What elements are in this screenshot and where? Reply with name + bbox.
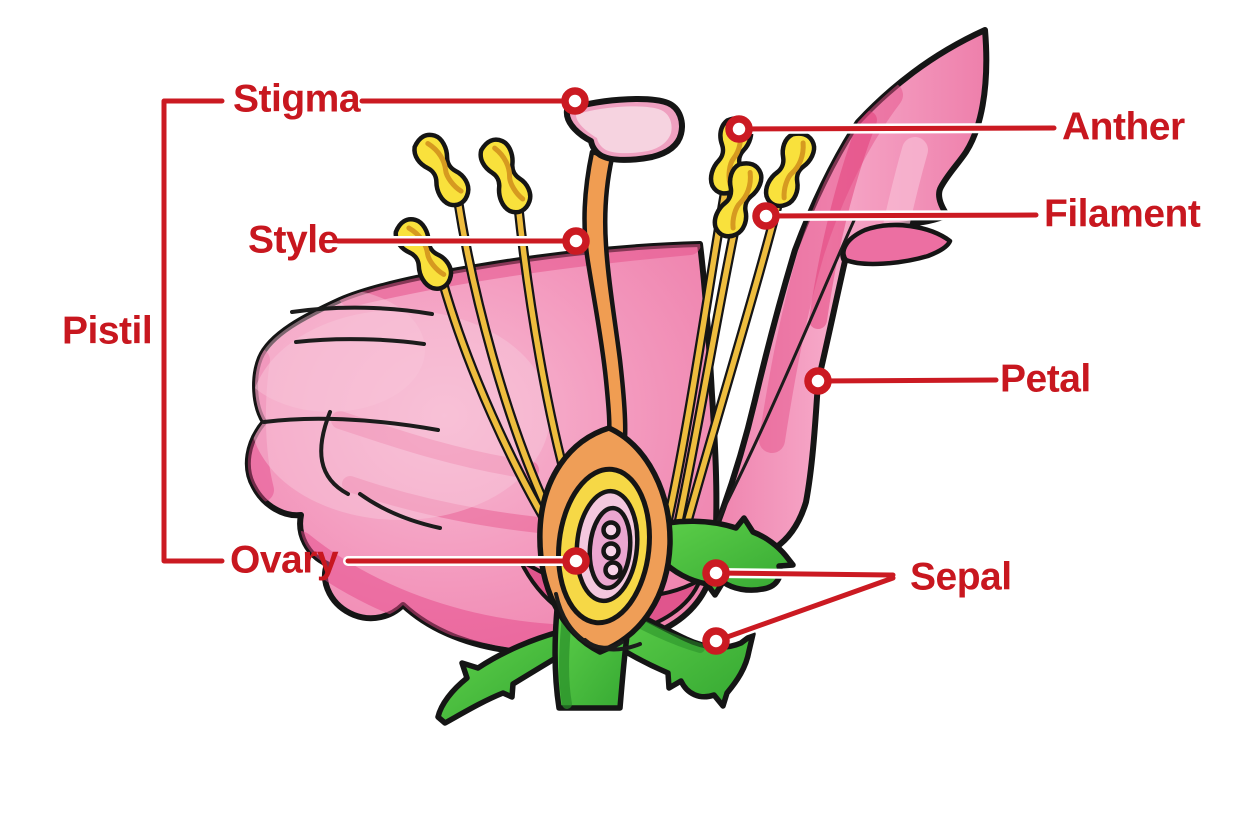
petal-curl <box>841 222 953 267</box>
anther-leader <box>736 125 1057 132</box>
ovule <box>601 541 621 561</box>
pistil-bracket-group: Pistil <box>62 98 225 564</box>
petal-leader <box>815 377 999 384</box>
sepal-leader-upper <box>713 570 896 578</box>
stigma <box>563 96 685 163</box>
anther-sac <box>763 131 817 209</box>
sepal-leader-lower <box>713 575 896 644</box>
label-sepal: Sepal <box>910 556 1012 599</box>
petal-marker <box>804 367 832 395</box>
leaf-shape <box>435 627 569 726</box>
label-stigma: Stigma <box>233 78 361 121</box>
sepal-marker-upper <box>702 559 730 587</box>
pistil-bracket <box>161 98 225 564</box>
flower-illustration <box>244 27 990 726</box>
annotations: Pistil Stigma Style Ovary An <box>62 78 1201 655</box>
anther-marker <box>725 115 753 143</box>
stigma-label-group: Stigma <box>233 78 589 121</box>
anther-label-group: Anther <box>725 106 1185 149</box>
stamen-filaments <box>438 181 785 537</box>
stigma-inner <box>576 106 672 154</box>
petal-fold-line <box>294 337 426 346</box>
ovary-base-line <box>583 638 624 650</box>
anthers <box>393 116 817 291</box>
label-pistil: Pistil <box>62 310 152 353</box>
petal-fold-line <box>319 410 350 496</box>
petal-shade-band <box>339 244 701 307</box>
right-petal-shape <box>697 27 990 566</box>
style-marker <box>562 227 590 255</box>
label-style: Style <box>248 219 339 262</box>
petal-fold-line <box>262 416 440 432</box>
petal-label-group: Petal <box>804 358 1091 401</box>
sepal-label-group: Sepal <box>702 556 1012 655</box>
label-ovary: Ovary <box>230 539 339 582</box>
stigma-marker <box>561 87 589 115</box>
petal-crease-line <box>706 214 858 542</box>
style-label-group: Style <box>248 219 590 262</box>
sepal-marker-lower <box>702 627 730 655</box>
ovary-marker <box>562 547 590 575</box>
filament-label-group: Filament <box>752 193 1201 236</box>
ovary-label-group: Ovary <box>230 539 590 582</box>
ovule <box>601 520 621 540</box>
label-filament: Filament <box>1044 193 1201 236</box>
right-petal <box>697 27 990 566</box>
ovule <box>603 560 623 580</box>
filament-strand <box>438 181 785 537</box>
anther-sac <box>412 132 471 208</box>
petal-fold-line <box>358 492 442 530</box>
label-anther: Anther <box>1062 106 1185 149</box>
anther-sac <box>478 137 533 215</box>
label-petal: Petal <box>1000 358 1091 401</box>
ovary <box>537 425 673 655</box>
filament-leader <box>763 212 1039 219</box>
petal-fold-line <box>290 305 434 316</box>
filament-marker <box>752 202 780 230</box>
anther-sac <box>712 161 764 239</box>
